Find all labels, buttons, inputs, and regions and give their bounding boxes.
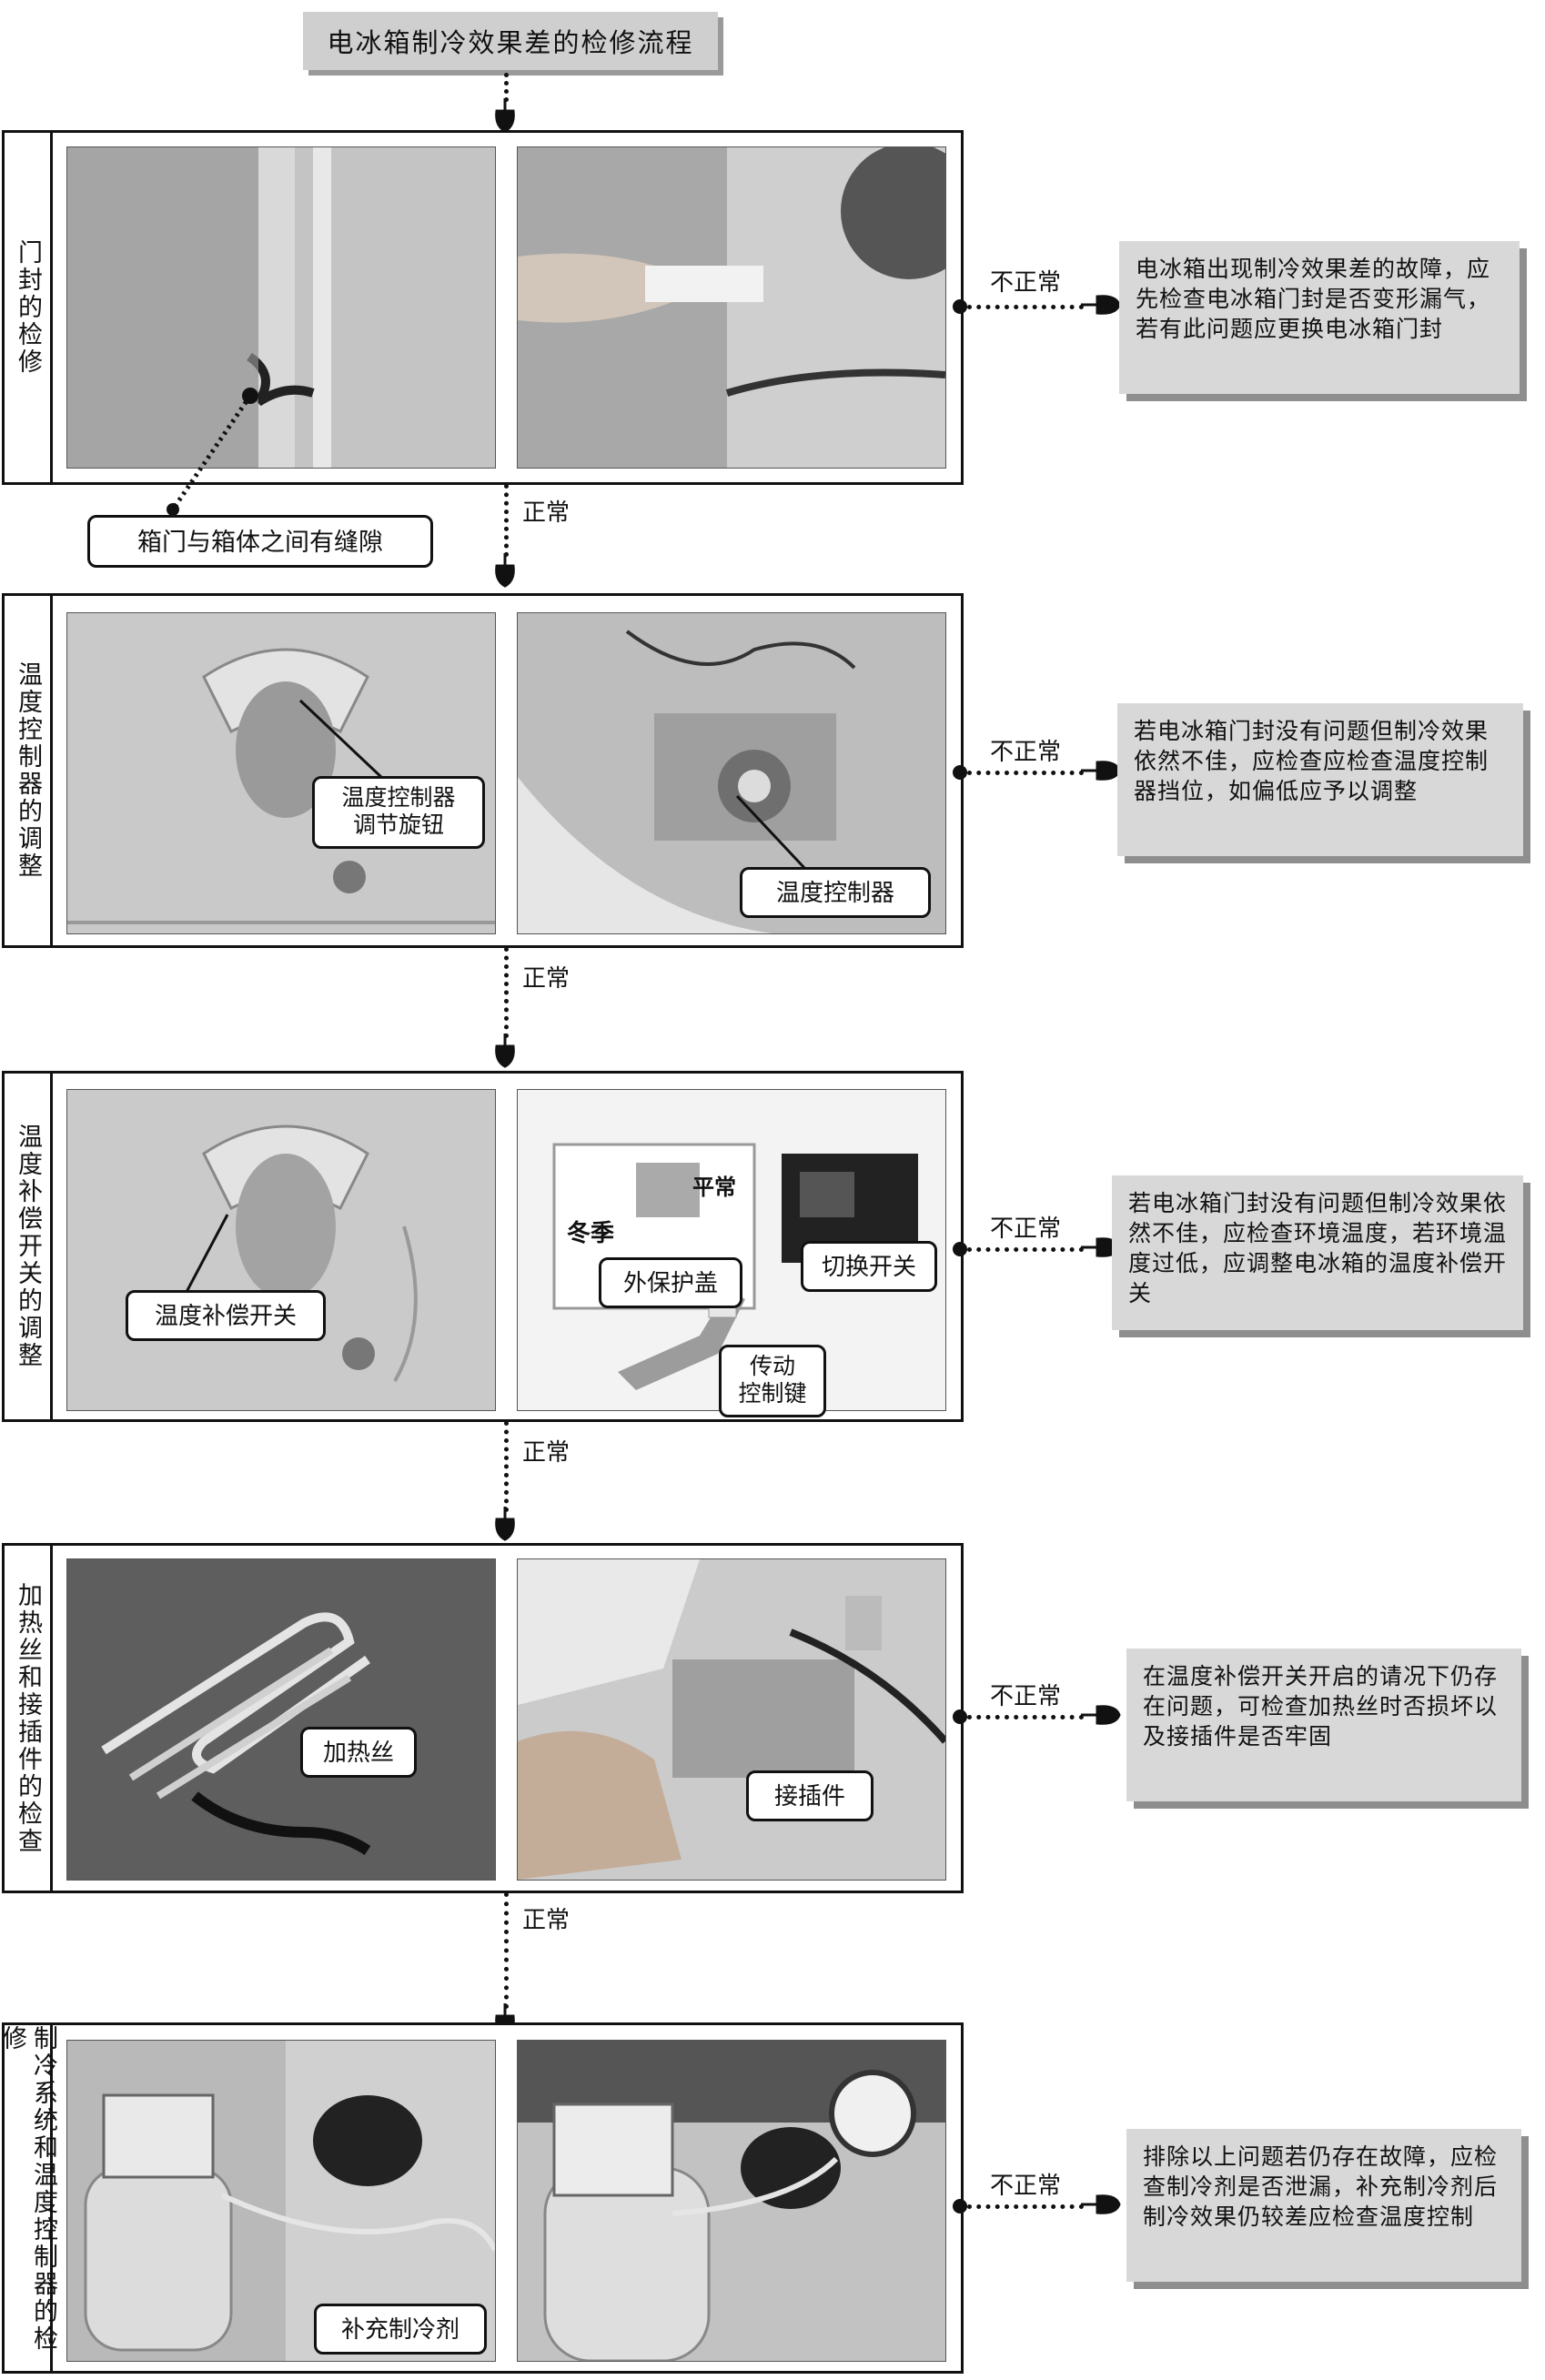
callout-thermostat: 温度控制器 <box>740 867 931 918</box>
connector-line <box>967 305 1084 309</box>
pointing-hand-icon <box>495 1034 515 1068</box>
pointing-hand-icon <box>1081 761 1121 781</box>
photo-heater-wire <box>66 1558 496 1881</box>
connector-line <box>504 1892 509 2009</box>
advice-box: 在温度补偿开关开启的请况下仍存在问题，可检查加热丝时否损坏以及接插件是否牢固 <box>1126 1649 1521 1801</box>
connector-dot <box>953 2199 967 2214</box>
photo-pressure-gauge <box>517 2040 946 2362</box>
photo-thermostat-knob <box>66 612 496 934</box>
callout-knob: 温度控制器 调节旋钮 <box>312 776 485 849</box>
pointer-line <box>185 1214 229 1293</box>
connector-dot <box>953 299 967 314</box>
callout-door-gap: 箱门与箱体之间有缝隙 <box>87 515 433 568</box>
callout-refill: 补充制冷剂 <box>314 2304 487 2355</box>
abnormal-label: 不正常 <box>990 269 1062 297</box>
connector-dot <box>953 765 967 780</box>
section-door-seal: 门封的检修 <box>2 130 964 485</box>
connector-line <box>967 771 1084 775</box>
section-heater: 加热丝和接插件的检查 <box>2 1543 964 1893</box>
normal-label: 正常 <box>522 1907 571 1934</box>
abnormal-label: 不正常 <box>990 1215 1062 1243</box>
pointer-line <box>167 388 258 516</box>
abnormal-label: 不正常 <box>990 739 1062 766</box>
photo-connector <box>517 1558 946 1881</box>
photo-compensation-switch <box>66 1089 496 1411</box>
abnormal-label: 不正常 <box>990 1683 1062 1710</box>
flow-title: 电冰箱制冷效果差的检修流程 <box>303 12 718 70</box>
advice-box: 排除以上问题若仍存在故障，应检查制冷剂是否泄漏，补充制冷剂后制冷效果仍较差应检查… <box>1126 2129 1521 2282</box>
pointing-hand-icon <box>495 98 515 133</box>
advice-box: 若电冰箱门封没有问题但制冷效果依然不佳，应检查环境温度，若环境温度过低，应调整电… <box>1112 1175 1523 1330</box>
connector-line <box>504 73 509 102</box>
winter-label: 冬季 <box>567 1220 615 1247</box>
photo-paper-test <box>517 146 946 469</box>
connector-dot <box>953 1709 967 1724</box>
pointing-hand-icon <box>1081 1705 1121 1725</box>
normal-mode-label: 平常 <box>692 1175 736 1200</box>
advice-box: 电冰箱出现制冷效果差的故障，应先检查电冰箱门封是否变形漏气，若有此问题应更换电冰… <box>1119 241 1520 394</box>
callout-drive-key: 传动 控制键 <box>719 1345 826 1417</box>
connector-line <box>504 947 509 1038</box>
connector-line <box>504 1421 509 1512</box>
section-thermostat: 温度控制器的调整 <box>2 593 964 948</box>
section-label: 加热丝和接插件的检查 <box>5 1546 53 1891</box>
connector-line <box>967 1715 1084 1719</box>
callout-connector: 接插件 <box>746 1770 873 1821</box>
connector-line <box>967 2204 1084 2209</box>
callout-toggle-switch: 切换开关 <box>801 1241 937 1292</box>
callout-cover: 外保护盖 <box>599 1257 742 1308</box>
section-label: 门封的检修 <box>5 133 53 482</box>
connector-line <box>967 1247 1084 1252</box>
pointing-hand-icon <box>495 553 515 588</box>
pointing-hand-icon <box>1081 295 1121 315</box>
abnormal-label: 不正常 <box>990 2173 1062 2200</box>
normal-label: 正常 <box>522 1439 571 1467</box>
photo-door-gap <box>66 146 496 469</box>
section-label: 制冷系统和温度控制器的检修 <box>0 2025 57 2371</box>
pointer-line <box>298 699 384 780</box>
callout-heater: 加热丝 <box>300 1727 417 1778</box>
advice-box: 若电冰箱门封没有问题但制冷效果依然不佳，应检查应检查温度控制器挡位，如偏低应予以… <box>1117 703 1523 856</box>
pointing-hand-icon <box>1081 2194 1121 2214</box>
normal-label: 正常 <box>522 499 571 527</box>
normal-label: 正常 <box>522 965 571 993</box>
pointer-line <box>735 794 807 871</box>
pointing-hand-icon <box>495 1507 515 1541</box>
connector-dot <box>953 1242 967 1256</box>
section-label: 温度控制器的调整 <box>5 596 53 945</box>
callout-compensation-switch: 温度补偿开关 <box>126 1290 326 1341</box>
section-label: 温度补偿开关的调整 <box>5 1074 53 1419</box>
connector-line <box>504 484 509 557</box>
